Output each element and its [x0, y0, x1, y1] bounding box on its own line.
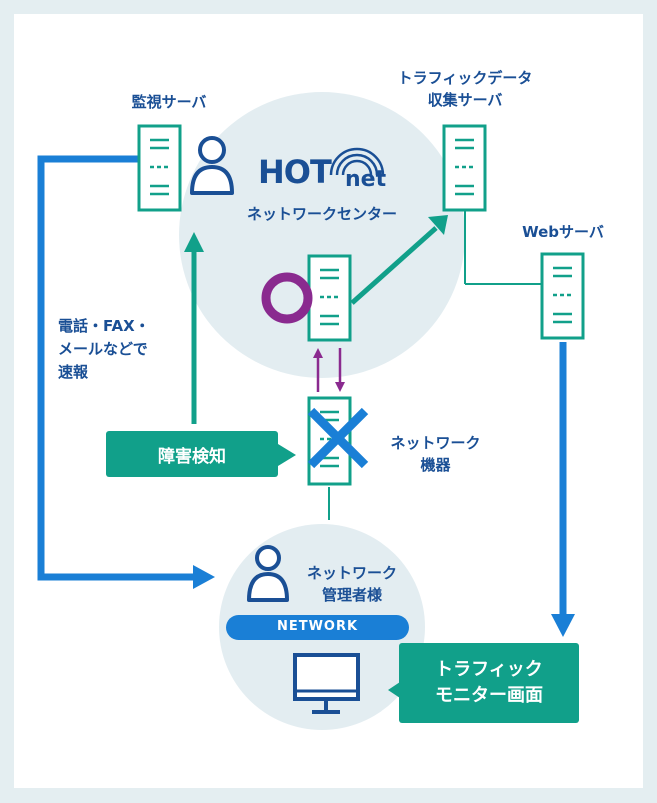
traffic-monitor-box: トラフィック モニター画面 [399, 643, 579, 723]
report-note-3: 速報 [58, 363, 89, 381]
traffic-server-label-2: 収集サーバ [427, 91, 503, 109]
fault-x-icon [307, 407, 369, 469]
report-note-2: メールなどで [58, 340, 148, 358]
arrow-collect [350, 226, 438, 305]
arrow-web-monitor-head [551, 614, 575, 637]
traffic-server-icon [442, 124, 487, 212]
monitor-server-icon [137, 124, 182, 212]
network-center-label: ネットワークセンター [246, 205, 397, 223]
arrow-collect-head [428, 215, 448, 235]
monitor-screen-icon [293, 653, 360, 714]
traffic-monitor-label-2: モニター画面 [435, 685, 543, 706]
logo-net: net [345, 167, 387, 192]
center-server-icon [307, 254, 352, 342]
monitor-server-label: 監視サーバ [131, 93, 207, 111]
fault-detect-box: 障害検知 [106, 431, 278, 477]
network-center-circle [179, 92, 465, 378]
admin-label-2: 管理者様 [321, 586, 382, 604]
arrow-down-purple-head [335, 382, 345, 392]
ok-circle-icon [261, 272, 313, 324]
fault-box-pointer [278, 444, 296, 466]
network-badge-bg [226, 615, 409, 640]
report-note-1: 電話・FAX・ [58, 317, 150, 335]
network-device-label-2: 機器 [420, 456, 451, 474]
arrow-up-purple-head [313, 348, 323, 358]
admin-label-1: ネットワーク [306, 564, 397, 582]
logo-signal-icon [329, 147, 385, 176]
arrow-report-head [193, 565, 215, 589]
person-icon [190, 136, 234, 195]
arrow-detect-head [184, 232, 204, 252]
traffic-monitor-label-1: トラフィック [435, 659, 543, 680]
admin-person-icon [247, 545, 289, 602]
network-device-label-1: ネットワーク [390, 434, 481, 452]
logo-hot: HOT [258, 153, 332, 191]
web-server-label: Webサーバ [522, 223, 604, 241]
traffic-server-label-1: トラフィックデータ [397, 69, 533, 87]
network-badge: NETWORK [276, 619, 359, 634]
web-server-icon [540, 252, 585, 340]
arrow-report [37, 155, 196, 581]
